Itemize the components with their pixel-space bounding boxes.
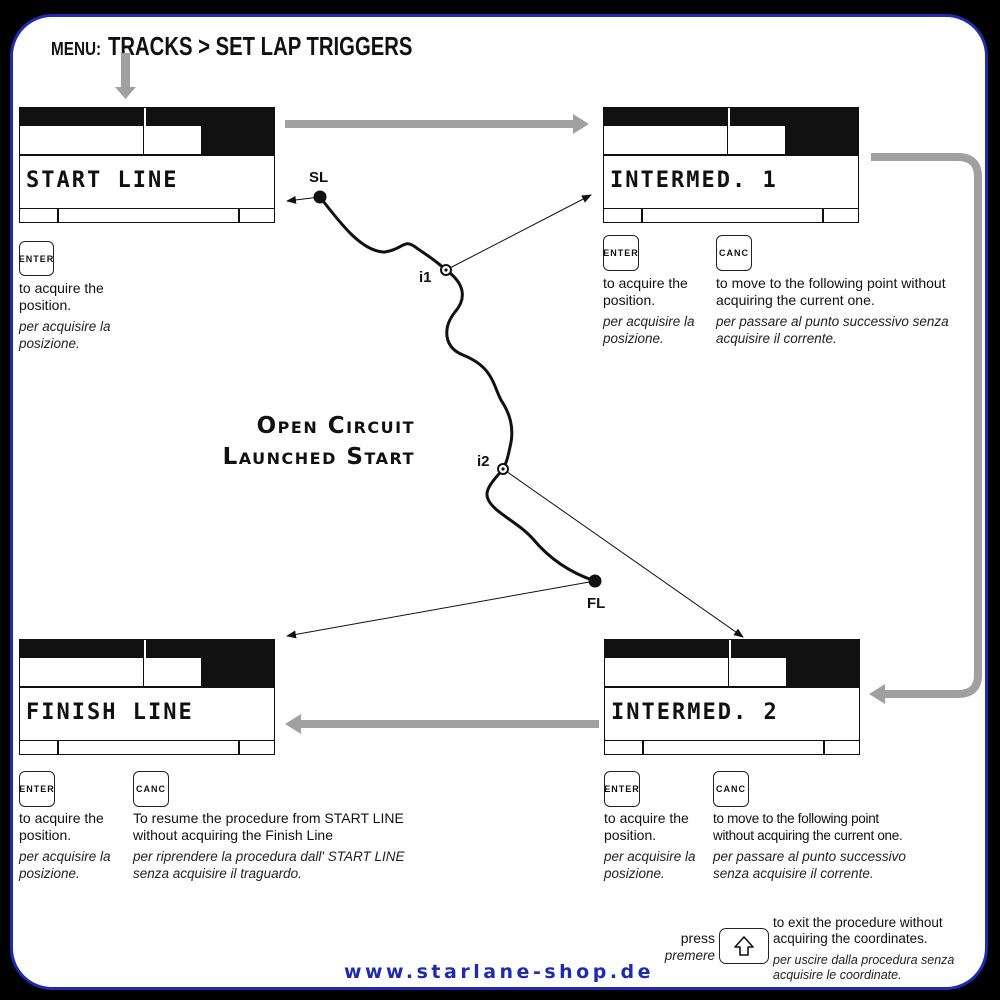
pointer-fl (286, 580, 596, 639)
website-url[interactable]: www.starlane-shop.de (343, 961, 655, 983)
int1-enter-text: to acquire the position. (603, 275, 688, 308)
center-title-line1: Open Circuit (256, 413, 415, 439)
diagram-card: MENU: TRACKS > SET LAP TRIGGERS (10, 14, 988, 990)
enter-key-start[interactable]: ENTER (19, 241, 54, 276)
screen-intermed-1: INTERMED. 1 (603, 107, 859, 223)
label-sl: SL (309, 169, 329, 186)
finish-enter-text-it: per acquisire la posizione. (19, 849, 111, 881)
label-i2: i2 (477, 453, 490, 470)
enter-key-int1[interactable]: ENTER (603, 235, 639, 271)
finish-canc-text: To resume the procedure from START LINE … (133, 810, 404, 843)
int2-canc-text: to move to the following point without a… (713, 811, 903, 843)
center-title: Open Circuit Launched Start (133, 411, 415, 473)
finish-enter-text: to acquire the position. (19, 810, 104, 843)
track-path (318, 196, 596, 583)
pointer-i2 (502, 468, 744, 638)
exit-press-label: press (680, 930, 715, 946)
up-arrow-icon (734, 936, 754, 956)
int1-canc-text: to move to the following point without a… (716, 275, 946, 308)
flow-arrow-int2-to-finish (285, 714, 599, 734)
point-fl (588, 574, 602, 588)
menu-down-arrow (115, 53, 136, 99)
menu-path: TRACKS > SET LAP TRIGGERS (108, 31, 413, 61)
canc-key-finish[interactable]: CANC (133, 771, 169, 807)
label-fl: FL (587, 595, 606, 612)
int1-enter-text-it: per acquisire la posizione. (603, 314, 695, 346)
label-i1: i1 (419, 269, 432, 286)
canc-key-int2[interactable]: CANC (713, 771, 749, 807)
exit-key[interactable] (719, 928, 769, 964)
finish-canc-text-it: per riprendere la procedura dall' START … (133, 849, 405, 881)
flow-arrow-int1-to-int2 (869, 153, 982, 704)
canc-key-int1[interactable]: CANC (716, 235, 752, 271)
enter-key-int2[interactable]: ENTER (604, 771, 640, 807)
int2-canc-text-it: per passare al punto successivo senza ac… (713, 849, 906, 881)
screen-start-line: START LINE (19, 107, 275, 223)
menu-heading: MENU: TRACKS > SET LAP TRIGGERS (51, 31, 499, 62)
start-enter-text: to acquire the position. (19, 280, 104, 313)
screen-label: INTERMED. 2 (611, 700, 779, 725)
screen-finish-line: FINISH LINE (19, 639, 275, 755)
start-enter-text-it: per acquisire la posizione. (19, 319, 111, 351)
enter-key-finish[interactable]: ENTER (19, 771, 55, 807)
int2-enter-text-it: per acquisire la posizione. (604, 849, 696, 881)
pointer-i1 (445, 194, 592, 271)
point-sl (313, 190, 327, 204)
screen-label: FINISH LINE (26, 700, 194, 725)
exit-text: to exit the procedure without acquiring … (773, 915, 943, 946)
int1-canc-text-it: per passare al punto successivo senza ac… (716, 314, 949, 346)
flow-diagram (115, 53, 982, 734)
flow-arrow-start-to-int1 (285, 114, 589, 134)
exit-text-it: per uscire dalla procedura senza acquisi… (773, 953, 955, 982)
exit-premere-label: premere (664, 948, 715, 963)
int2-enter-text: to acquire the position. (604, 810, 689, 843)
screen-label: INTERMED. 1 (610, 168, 778, 193)
menu-prefix: MENU: (51, 39, 102, 59)
center-title-line2: Launched Start (222, 444, 415, 470)
screen-label: START LINE (26, 168, 179, 193)
screen-intermed-2: INTERMED. 2 (604, 639, 860, 755)
